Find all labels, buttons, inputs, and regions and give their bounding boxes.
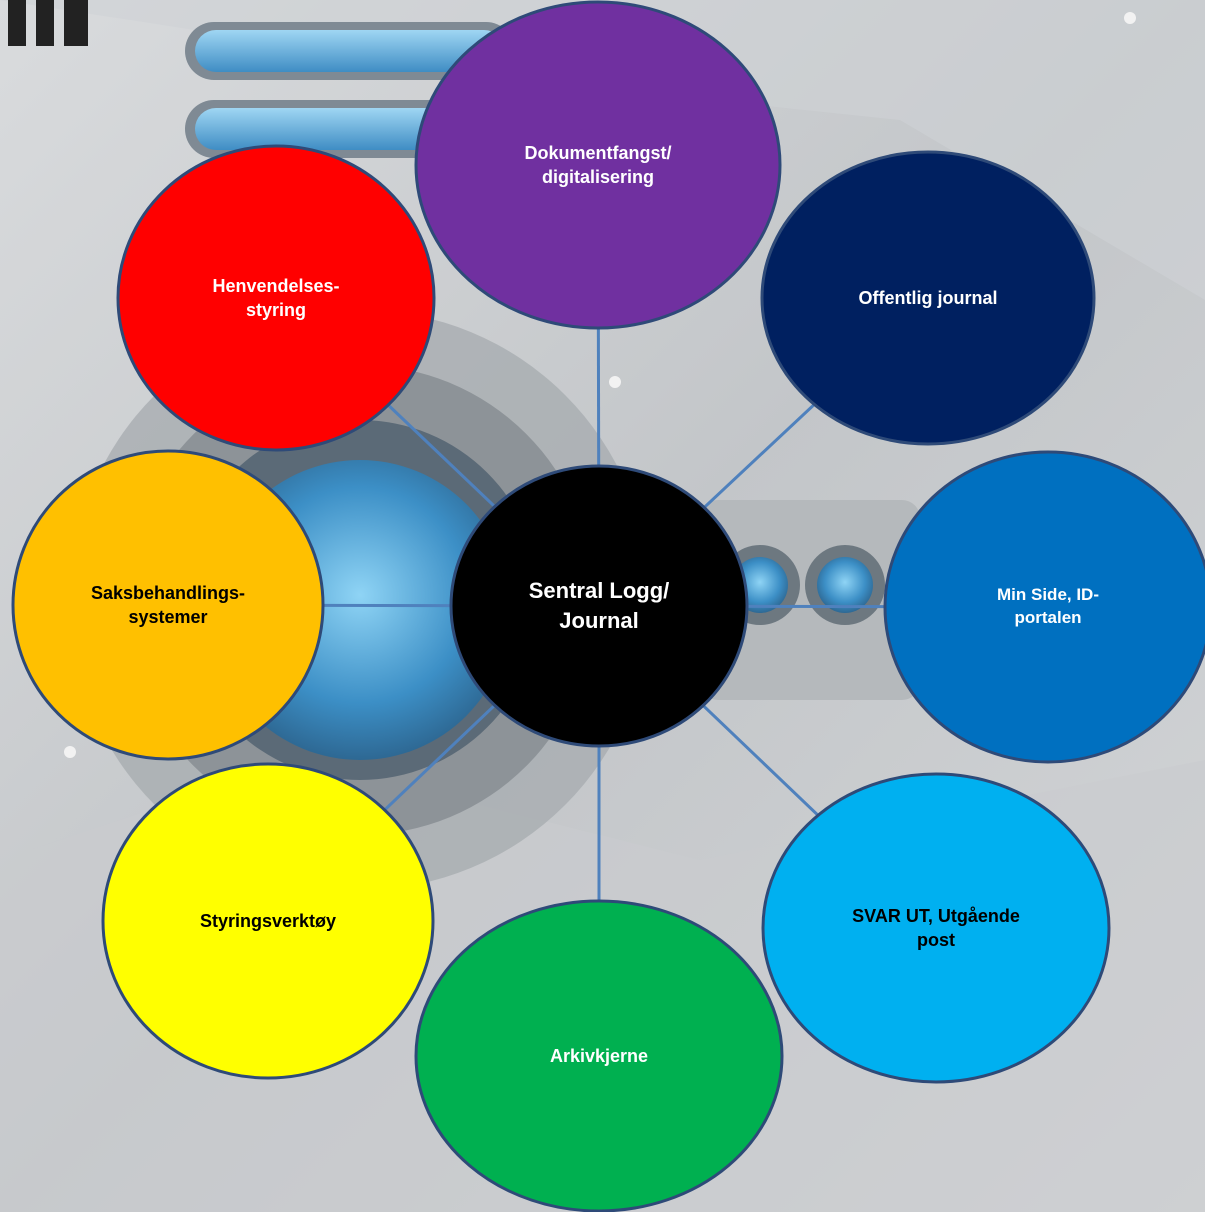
node-label-offentlig-journal: Offentlig journal xyxy=(858,287,998,308)
node-label-styringsverktoy: Styringsverktøy xyxy=(199,910,337,931)
node-label-saksbehandlingssystemer: Saksbehandlings- systemer xyxy=(90,582,246,627)
node-dokumentfangst xyxy=(414,0,782,330)
node-label-dokumentfangst: Dokumentfangst/ digitalisering xyxy=(524,142,672,187)
node-label-svar-ut: SVAR UT, Utgående post xyxy=(852,905,1020,950)
center-node xyxy=(449,464,749,748)
node-arkivkjerne xyxy=(414,899,784,1212)
node-label-arkivkjerne: Arkivkjerne xyxy=(549,1045,649,1066)
node-label-henvendelsesstyring: Henvendelses- styring xyxy=(212,275,340,320)
node-styringsverktoy xyxy=(101,762,435,1080)
node-label-min-side: Min Side, ID- portalen xyxy=(997,585,1099,627)
center-node-label: Sentral Logg/ Journal xyxy=(528,578,670,633)
node-saksbehandlingssystemer xyxy=(11,449,325,761)
node-min-side xyxy=(883,450,1205,764)
node-svar-ut xyxy=(761,772,1111,1084)
node-henvendelsesstyring xyxy=(116,144,436,452)
node-offentlig-journal xyxy=(760,150,1096,446)
